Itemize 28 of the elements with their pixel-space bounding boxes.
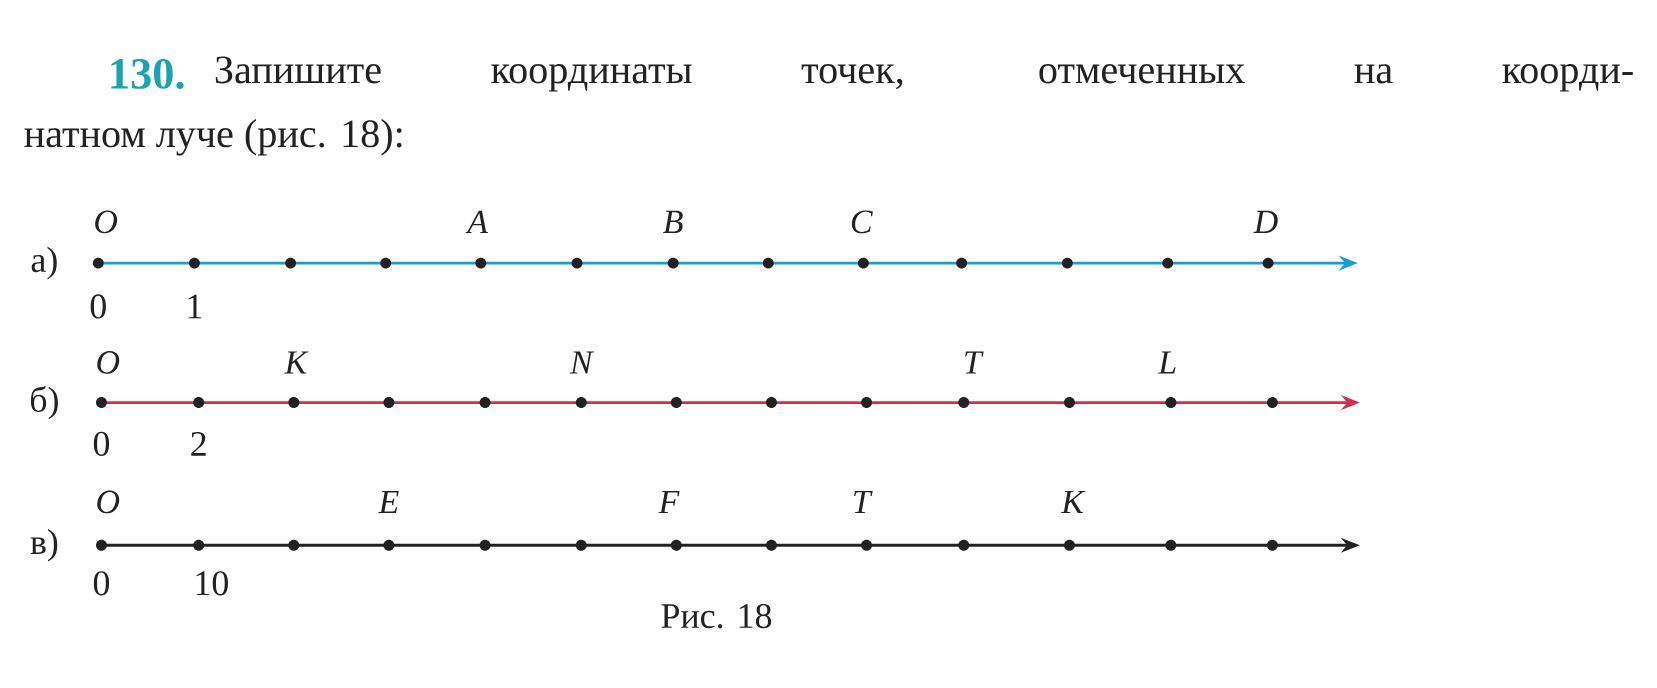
point-label: A: [465, 210, 489, 234]
point-label: T: [965, 351, 984, 374]
point-label: O: [95, 210, 118, 234]
row-label: в): [30, 529, 58, 562]
tick-label: 2: [191, 431, 206, 456]
tick-label: 0: [90, 294, 106, 319]
point-label: C: [851, 210, 873, 234]
point-label: B: [663, 210, 683, 234]
tick-label: 0: [93, 571, 110, 596]
point-label: T: [854, 490, 873, 514]
row-label: б): [30, 385, 58, 420]
point-label: N: [569, 351, 595, 374]
point-label: E: [378, 490, 399, 514]
tick-label: 1: [188, 294, 202, 319]
tick-label: 10: [196, 571, 228, 596]
task-text: Запишите координаты точек, отмеченных на коорди-: [215, 56, 1633, 92]
point-label: K: [1060, 490, 1086, 514]
point-label: K: [284, 351, 309, 374]
point-label: F: [658, 490, 680, 514]
point-label: O: [97, 490, 120, 514]
point-label: O: [97, 351, 120, 374]
point-label: D: [1253, 210, 1278, 234]
row-label: а): [31, 246, 57, 280]
exercise-number: 130.: [111, 58, 184, 90]
tick-label: 0: [93, 431, 110, 456]
point-label: L: [1157, 351, 1176, 374]
task-text: натном луче (рис. 18):: [24, 119, 402, 156]
figure-caption: Рис. 18: [661, 603, 772, 629]
